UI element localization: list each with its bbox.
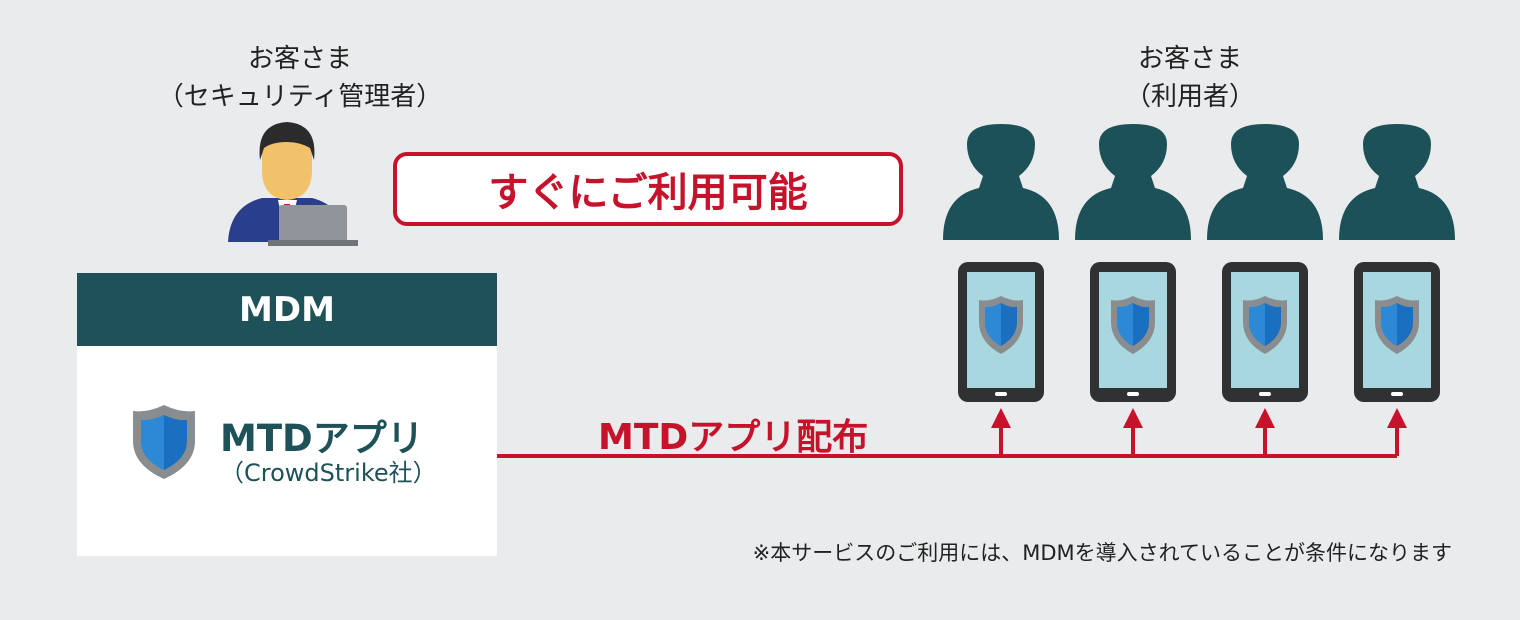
user-silhouette-icon <box>1207 124 1323 240</box>
available-now-badge: すぐにご利用可能 <box>393 152 903 226</box>
user-silhouette-icon <box>1075 124 1191 240</box>
admin-label: お客さま （セキュリティ管理者） <box>140 40 460 116</box>
shield-icon <box>979 296 1023 354</box>
user-device-group <box>1075 124 1191 456</box>
users-label-line2: （利用者） <box>1124 82 1255 112</box>
badge-text: すぐにご利用可能 <box>488 170 808 216</box>
arrow-up-icon <box>991 408 1011 456</box>
app-title: MTDアプリ <box>220 417 424 460</box>
arrow-up-icon <box>1255 408 1275 456</box>
user-silhouette-icon <box>943 124 1059 240</box>
arrow-up-icon <box>1387 408 1407 456</box>
user-silhouette-icon <box>1339 124 1455 240</box>
user-device-group <box>943 124 1059 456</box>
users-label: お客さま （利用者） <box>1060 40 1320 116</box>
user-device-group <box>1207 124 1323 456</box>
shield-icon <box>1375 296 1419 354</box>
distribution-label: MTDアプリ配布 <box>598 417 869 458</box>
app-vendor: （CrowdStrike社） <box>220 459 437 487</box>
mdm-box: MDM MTDアプリ （CrowdStrike社） <box>77 273 497 556</box>
admin-label-line1: お客さま <box>247 44 352 74</box>
shield-icon <box>133 405 195 479</box>
footnote: ※本サービスのご利用には、MDMを導入されていることが条件になります <box>752 541 1452 565</box>
mdm-header-text: MDM <box>239 289 335 330</box>
user-device-group <box>1339 124 1455 456</box>
admin-person-laptop-icon <box>228 122 358 246</box>
users-label-line1: お客さま <box>1137 44 1242 74</box>
shield-icon <box>1111 296 1155 354</box>
admin-label-line2: （セキュリティ管理者） <box>157 82 443 112</box>
mdm-header: MDM <box>77 273 497 346</box>
arrow-up-icon <box>1123 408 1143 456</box>
shield-icon <box>1243 296 1287 354</box>
